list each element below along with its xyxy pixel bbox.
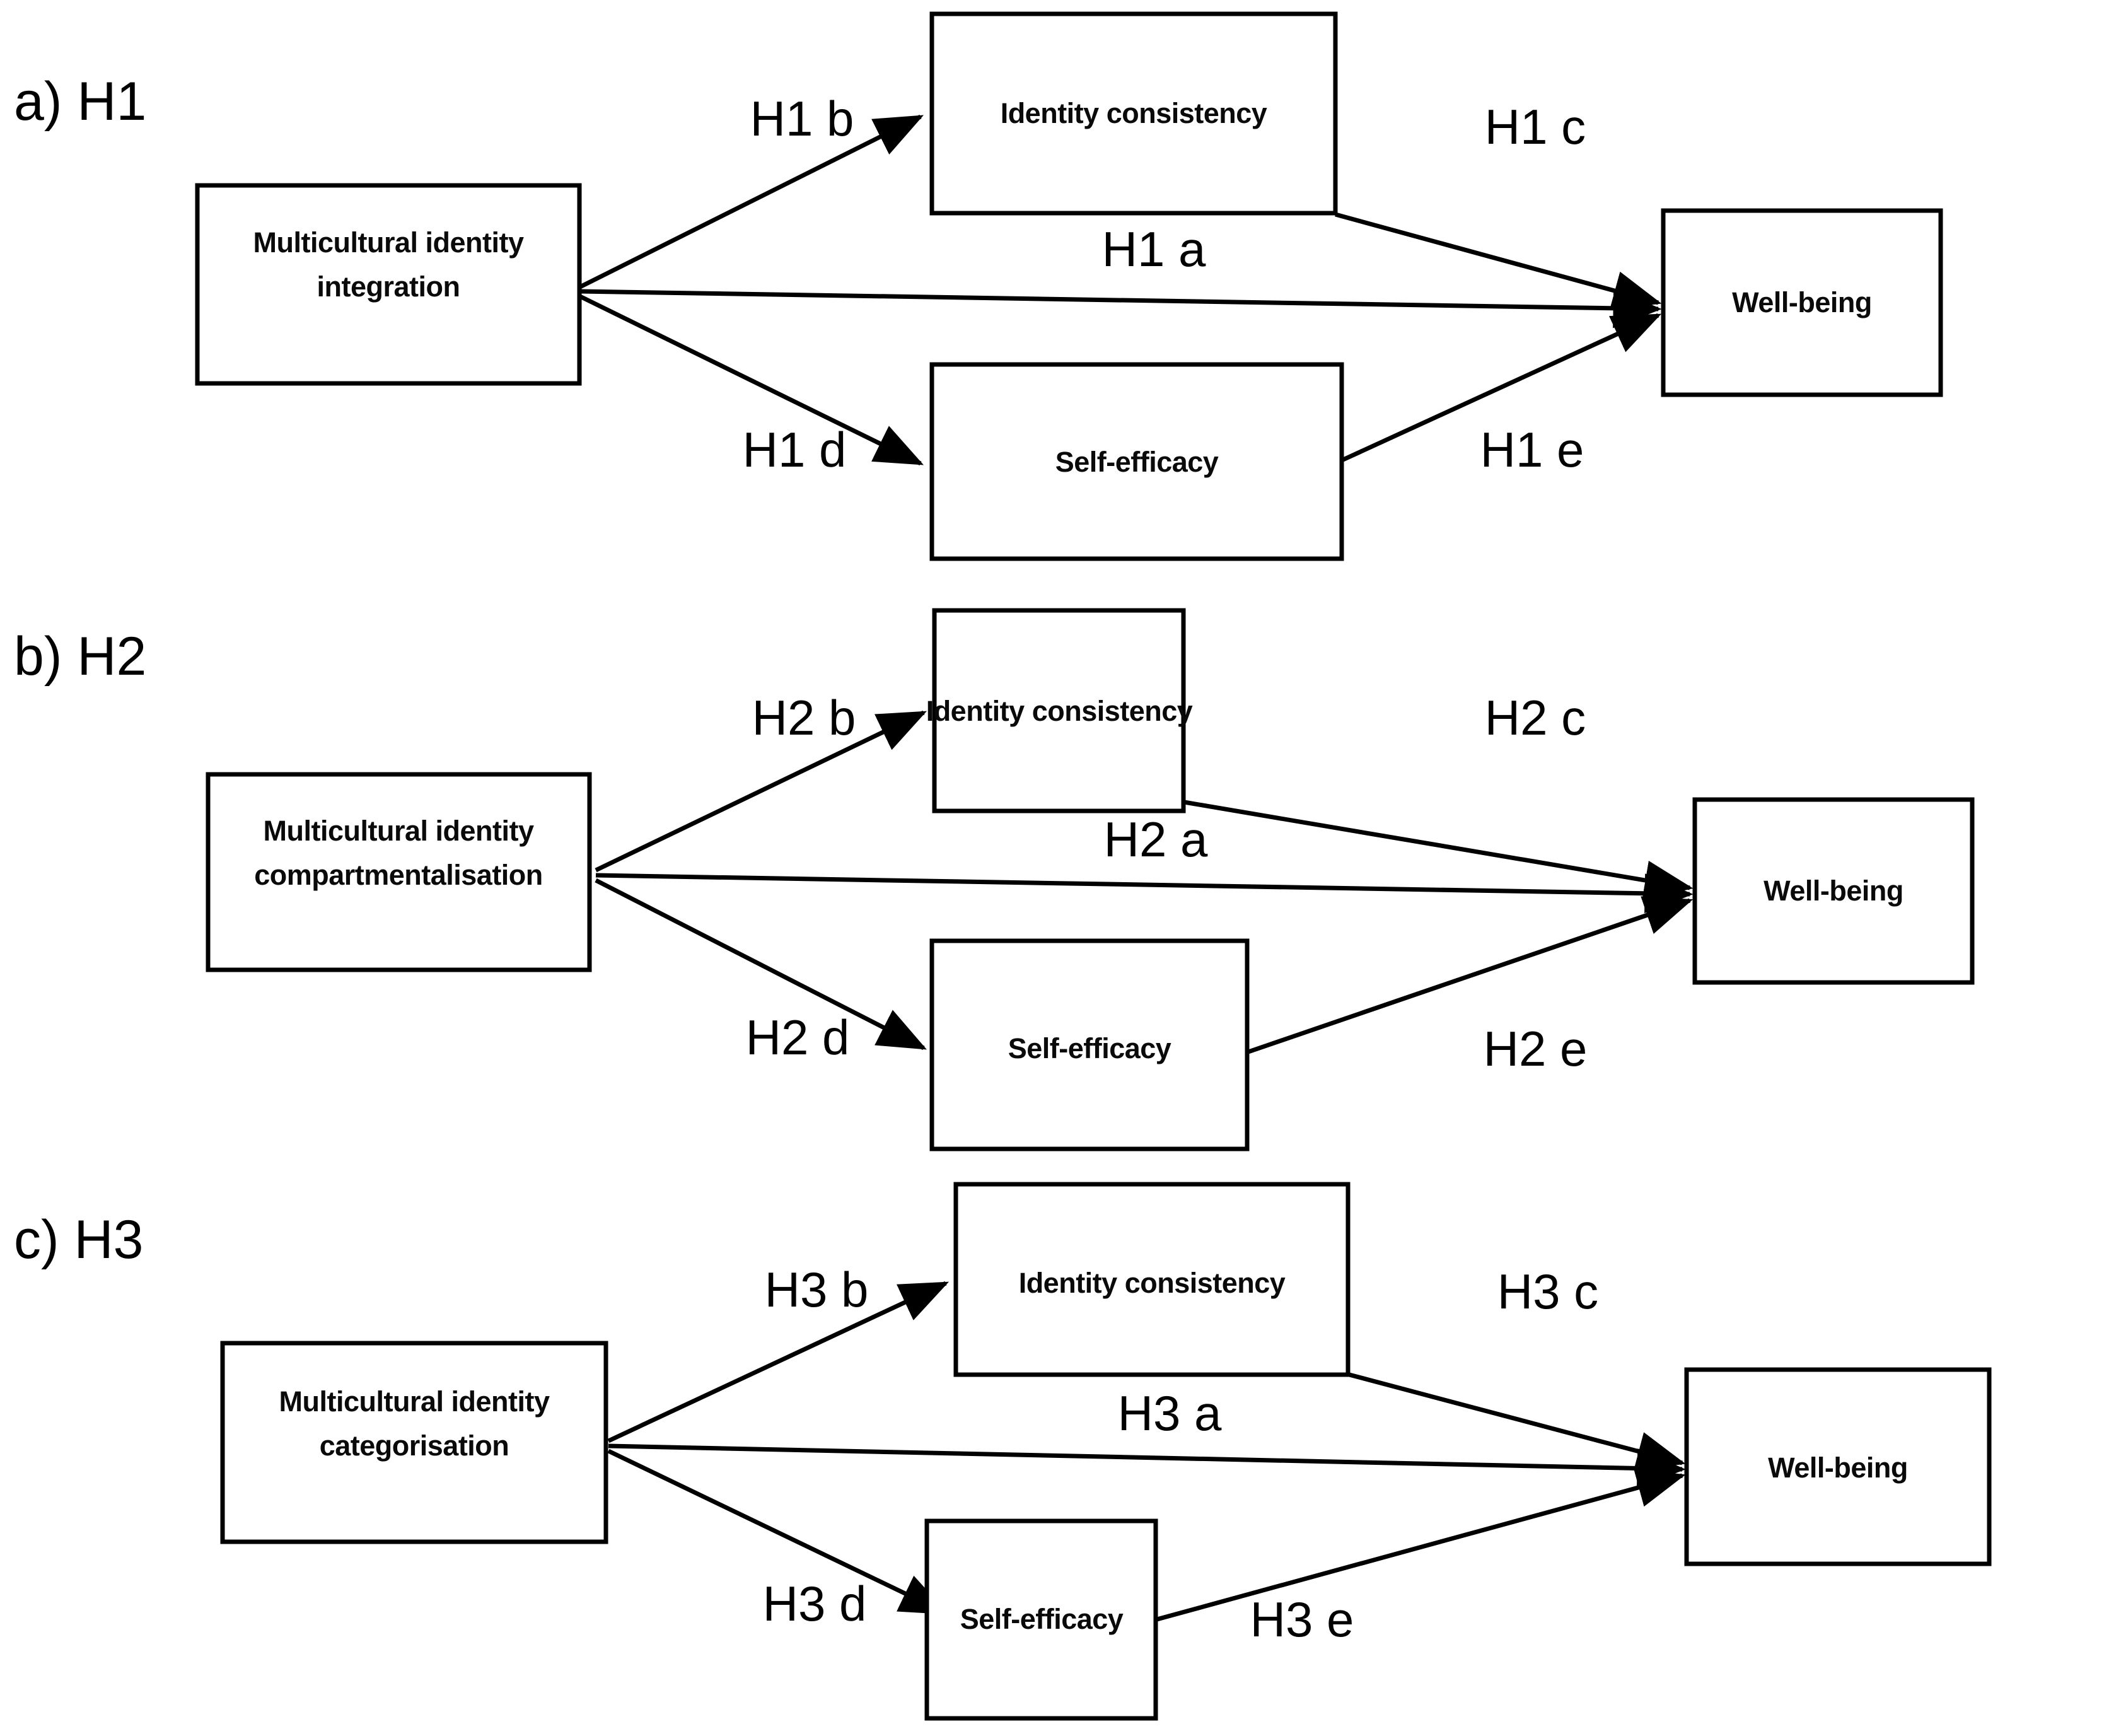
edge-label-h1d: H1 d (743, 422, 847, 477)
edge-label-h3e: H3 e (1250, 1592, 1354, 1647)
node-label-mediator-top-h1: Identity consistency (1001, 97, 1267, 129)
panel-h2: b) H2 Multicultural identity compartment… (14, 608, 1975, 1151)
edge-label-h2d: H2 d (746, 1010, 850, 1065)
panel-label-h2: b) H2 (14, 626, 146, 687)
edge-label-h2c: H2 c (1485, 690, 1586, 745)
edge-label-h1b: H1 b (750, 91, 854, 146)
node-box-mediator-top-h2 (932, 608, 1186, 813)
edge-label-h2b: H2 b (752, 690, 856, 745)
panel-label-h3: c) H3 (14, 1209, 143, 1270)
edge-label-h3b: H3 b (765, 1262, 869, 1317)
panel-h3: c) H3 Multicultural identity categorisat… (14, 1182, 1992, 1721)
edge-label-h1e: H1 e (1480, 422, 1584, 477)
edge-label-h1c: H1 c (1485, 99, 1586, 154)
node-label-outcome-h2: Well-being (1764, 875, 1903, 907)
edge-label-h3d: H3 d (763, 1576, 867, 1631)
edge-label-h3c: H3 c (1497, 1264, 1598, 1319)
node-label-predictor-h1-line2: integration (317, 271, 460, 303)
edge-label-h2a: H2 a (1104, 812, 1208, 867)
node-label-predictor-h3-line1: Multicultural identity (279, 1385, 549, 1418)
node-label-outcome-h3: Well-being (1768, 1452, 1908, 1484)
node-box-mediator-bottom-h1 (929, 362, 1344, 561)
edge-h1e-line (1340, 313, 1662, 463)
edge-h2c-line (1183, 800, 1694, 900)
panel-label-h1: a) H1 (14, 71, 146, 132)
node-box-mediator-top-h1 (929, 11, 1338, 216)
node-label-mediator-top-h3: Identity consistency (1019, 1267, 1286, 1299)
edge-h1b-line (579, 114, 924, 289)
node-box-outcome-h1 (1661, 208, 1943, 397)
edge-label-h3a: H3 a (1118, 1385, 1222, 1441)
node-label-mediator-bottom-h3: Self-efficacy (960, 1603, 1124, 1635)
edge-h3a-line (608, 1443, 1686, 1488)
node-box-mediator-bottom-h3 (924, 1518, 1158, 1721)
edge-h2e-line (1247, 896, 1694, 1054)
node-box-outcome-h2 (1692, 797, 1975, 985)
edge-h1d-line (579, 294, 924, 466)
node-label-mediator-top-h2: Identity consistency (926, 695, 1193, 727)
edge-label-h2e: H2 e (1484, 1021, 1588, 1076)
node-box-mediator-top-h3 (953, 1182, 1351, 1377)
node-label-mediator-bottom-h2: Self-efficacy (1008, 1032, 1171, 1064)
node-box-outcome-h3 (1684, 1367, 1992, 1566)
node-label-predictor-h2-line1: Multicultural identity (263, 815, 533, 847)
node-box-predictor-h2 (206, 772, 592, 972)
edge-h3c-line (1349, 1372, 1686, 1471)
node-label-predictor-h2-line2: compartmentalisation (254, 859, 543, 891)
edge-h1c-line (1335, 212, 1662, 310)
node-label-predictor-h3-line2: categorisation (320, 1430, 509, 1462)
node-label-predictor-h1-line1: Multicultural identity (253, 226, 523, 259)
panel-h1: a) H1 Multicultural identity integration… (14, 11, 1943, 561)
node-box-mediator-bottom-h2 (929, 938, 1250, 1151)
node-box-predictor-h3 (220, 1341, 608, 1544)
edge-h1a-line (579, 288, 1662, 329)
edge-label-h1a: H1 a (1102, 221, 1206, 277)
edge-h2d-line (595, 878, 927, 1051)
edge-h2a-line (595, 873, 1694, 914)
edge-h3b-line (607, 1281, 950, 1443)
edge-h3e-line (1156, 1468, 1686, 1622)
edge-h3d-line (607, 1448, 950, 1616)
node-label-outcome-h1: Well-being (1732, 286, 1872, 318)
node-box-predictor-h1 (195, 183, 582, 386)
edge-h2b-line (595, 710, 927, 873)
node-label-mediator-bottom-h1: Self-efficacy (1055, 446, 1219, 478)
